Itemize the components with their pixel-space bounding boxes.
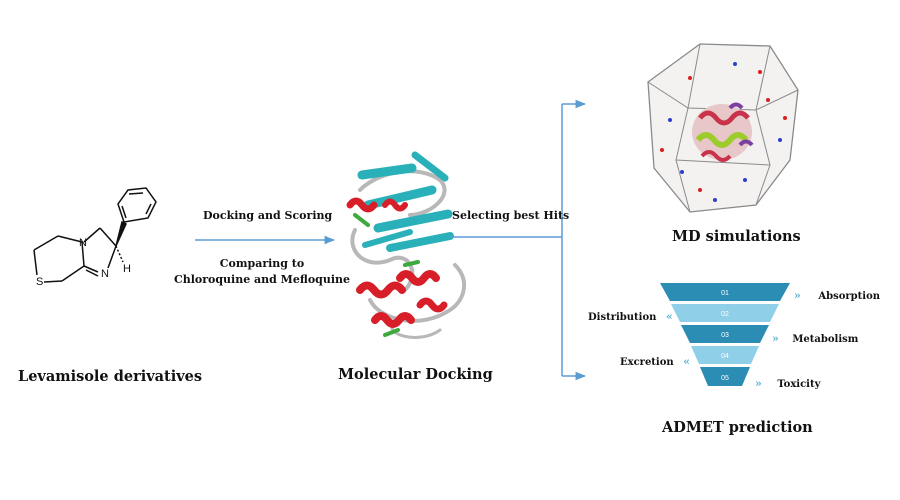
docking-scoring-label: Docking and Scoring xyxy=(203,209,333,222)
funnel-item-excretion: Excretion « xyxy=(620,355,691,368)
molecular-docking-label: Molecular Docking xyxy=(338,366,493,383)
funnel-level-1 xyxy=(660,283,790,301)
funnel-item-toxicity: » Toxicity xyxy=(755,377,821,390)
chevron-right-icon: » xyxy=(794,289,801,302)
admet-funnel xyxy=(660,283,790,386)
chevron-left-icon: « xyxy=(683,355,691,368)
funnel-item-absorption: » Absorption xyxy=(794,289,881,302)
atom-h: H xyxy=(123,263,131,275)
chevron-left-icon: « xyxy=(665,310,673,323)
funnel-number-5: 05 xyxy=(721,375,729,382)
funnel-level-4 xyxy=(691,346,759,364)
md-simulations-label: MD simulations xyxy=(672,228,801,245)
selecting-best-hits-label: Selecting best Hits xyxy=(452,209,570,222)
funnel-number-3: 03 xyxy=(721,332,729,339)
admet-prediction-label: ADMET prediction xyxy=(662,419,813,436)
comparing-to-label: Comparing to xyxy=(219,257,305,270)
funnel-number-2: 02 xyxy=(721,311,729,318)
chloroquine-mefloquine-label: Chloroquine and Mefloquine xyxy=(173,273,351,286)
protein-structure xyxy=(346,151,466,339)
arrow-branch xyxy=(450,99,587,381)
levamisole-structure xyxy=(33,187,157,283)
funnel-number-1: 01 xyxy=(721,290,729,297)
funnel-level-2 xyxy=(671,304,779,322)
atom-n1: N xyxy=(79,237,87,249)
chevron-right-icon: » xyxy=(755,377,762,390)
md-simulation-box xyxy=(647,43,799,213)
levamisole-label: Levamisole derivatives xyxy=(18,368,203,385)
funnel-level-5 xyxy=(700,367,750,386)
funnel-item-metabolism: » Metabolism xyxy=(772,332,859,345)
atom-s: S xyxy=(36,276,43,288)
funnel-number-4: 04 xyxy=(721,353,729,360)
funnel-level-3 xyxy=(681,325,769,343)
chevron-right-icon: » xyxy=(772,332,779,345)
funnel-item-distribution: Distribution « xyxy=(588,310,673,323)
atom-n2: N xyxy=(101,268,109,280)
